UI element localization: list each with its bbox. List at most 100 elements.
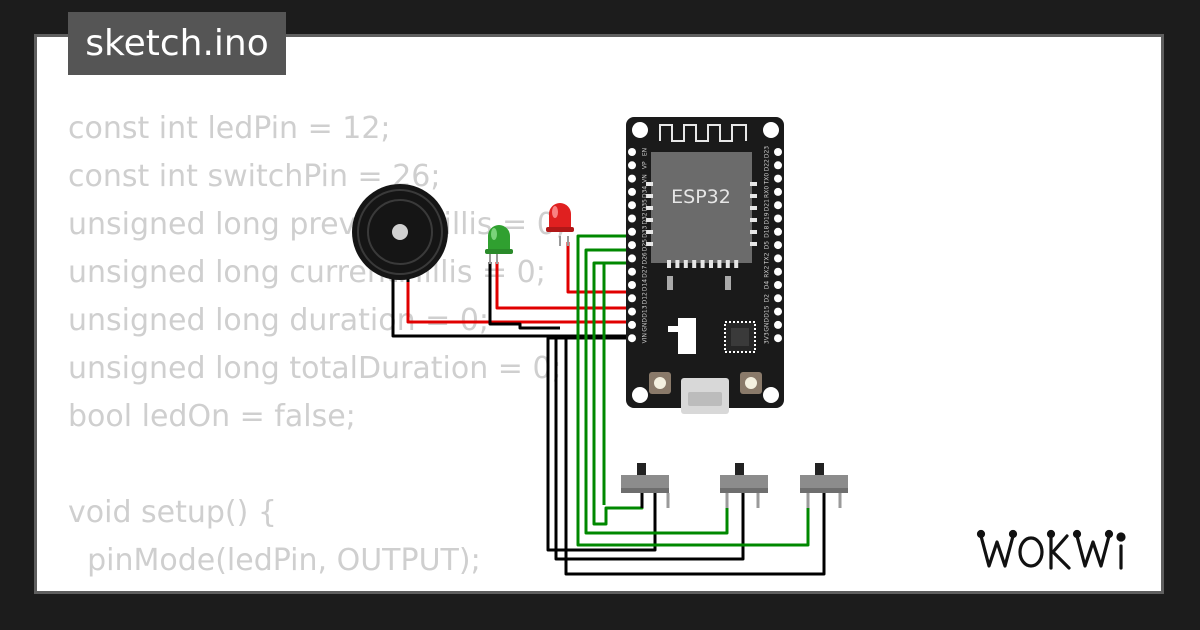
pin-left-d25	[628, 241, 636, 250]
pin-label: D15	[764, 305, 771, 317]
wire-red-led	[566, 242, 632, 294]
code-line: void setup() {	[68, 495, 277, 530]
pin-right-d2	[774, 294, 782, 303]
pin-label: TX0	[764, 173, 771, 186]
led-green[interactable]	[485, 225, 513, 264]
buzzer[interactable]	[352, 184, 448, 282]
pin-left-vn	[628, 174, 636, 183]
chip-label: ESP32	[671, 186, 731, 208]
slide-switch-2[interactable]	[720, 463, 768, 508]
castellation	[725, 260, 730, 268]
pin-right-d21	[774, 201, 782, 210]
pin-label: D5	[764, 241, 771, 250]
pin-right-d4	[774, 281, 782, 289]
file-tab[interactable]: sketch.ino	[68, 12, 286, 75]
pin-right-d19	[774, 214, 782, 223]
castellation	[750, 206, 757, 210]
preview-card: const int ledPin = 12; const int switchP…	[34, 34, 1164, 594]
boot-button-cap	[745, 377, 757, 389]
code-line: const int switchPin = 26;	[68, 159, 441, 194]
switch-base	[800, 488, 848, 493]
mounting-hole	[632, 122, 648, 138]
pin-left-en	[628, 148, 636, 156]
wire-green-led	[495, 262, 632, 310]
pin-label: D32	[642, 212, 649, 224]
slide-switch-1[interactable]	[621, 463, 670, 508]
switch-handle[interactable]	[735, 463, 744, 477]
wire-buzzer-gnd	[391, 278, 632, 338]
led-red[interactable]	[546, 203, 574, 246]
switch-base	[720, 488, 768, 493]
pin-labels-right: D23D22TX0RX0D21D19D18D5TX2RX2D4D2D15GND3…	[764, 146, 771, 344]
castellation	[750, 242, 757, 246]
slide-switch-3[interactable]	[800, 463, 848, 508]
pin-label: 3V3	[764, 332, 771, 344]
castellation	[683, 260, 688, 268]
pin-right-3v3	[774, 334, 782, 343]
pin-label: GND	[764, 318, 771, 332]
pin-left-d13	[628, 307, 636, 316]
buzzer-hole	[392, 224, 408, 240]
pin-right-gnd	[774, 320, 782, 329]
castellation	[675, 260, 680, 268]
pin-label: D21	[764, 199, 771, 211]
switch-handle[interactable]	[815, 463, 824, 477]
esp32-board[interactable]: ESP32 ENVPVND34D35D32D33D25D26D27D14D12D…	[626, 117, 784, 414]
castellation	[646, 194, 653, 198]
pin-label: D22	[764, 159, 771, 171]
wire-switch3-signal-b	[602, 261, 632, 505]
pin-left-vin	[628, 334, 636, 343]
castellation	[646, 242, 653, 246]
mounting-hole	[632, 387, 648, 403]
en-button-cap	[654, 377, 666, 389]
wokwi-logo[interactable]	[975, 524, 1155, 580]
castellation	[646, 182, 653, 186]
castellation	[646, 230, 653, 234]
usb-uart-chip-core	[731, 328, 749, 346]
led-red-rim	[546, 227, 574, 232]
buzzer-ring	[357, 189, 443, 275]
pin-left-gnd	[628, 320, 636, 329]
pin-left-d35	[628, 201, 636, 210]
castellation	[750, 182, 757, 186]
castellation	[750, 218, 757, 222]
pin-label: D23	[764, 146, 771, 158]
castellation	[646, 206, 653, 210]
pin-header-right	[774, 148, 782, 343]
pin-left-d33	[628, 227, 636, 236]
switch-handle[interactable]	[637, 463, 646, 477]
pin-left-d32	[628, 214, 636, 223]
voltage-regulator	[678, 318, 696, 354]
pin-left-d34	[628, 187, 636, 196]
wires	[391, 234, 826, 576]
pin-label: RX0	[764, 186, 771, 198]
pin-label: VN	[642, 174, 649, 183]
castellation	[750, 230, 757, 234]
pin-label: D33	[642, 225, 649, 237]
led-red-shine	[552, 206, 558, 218]
pin-label: D19	[764, 212, 771, 224]
pin-label: D2	[764, 294, 771, 303]
code-line: const int ledPin = 12;	[68, 111, 391, 146]
pin-label: VIN	[642, 333, 649, 343]
castellation	[646, 218, 653, 222]
code-line: pinMode(ledPin, OUTPUT);	[68, 543, 481, 578]
castellation	[667, 260, 671, 268]
chip-shield	[651, 152, 752, 263]
pin-header-left	[628, 148, 636, 343]
pin-label: D25	[642, 239, 649, 251]
switch-base	[621, 488, 669, 493]
pin-label: D26	[642, 252, 649, 264]
pin-label: D27	[642, 265, 649, 277]
wire-switch1-signal	[576, 234, 810, 547]
usb-port-opening	[688, 392, 722, 406]
pin-left-d26	[628, 254, 636, 263]
pin-right-d18	[774, 227, 782, 236]
pin-right-rx2	[774, 267, 782, 276]
pin-label: TX2	[764, 252, 771, 265]
pin-right-rx0	[774, 187, 782, 196]
castellation	[734, 260, 739, 268]
antenna-trace	[659, 124, 747, 142]
pin-left-d14	[628, 281, 636, 289]
